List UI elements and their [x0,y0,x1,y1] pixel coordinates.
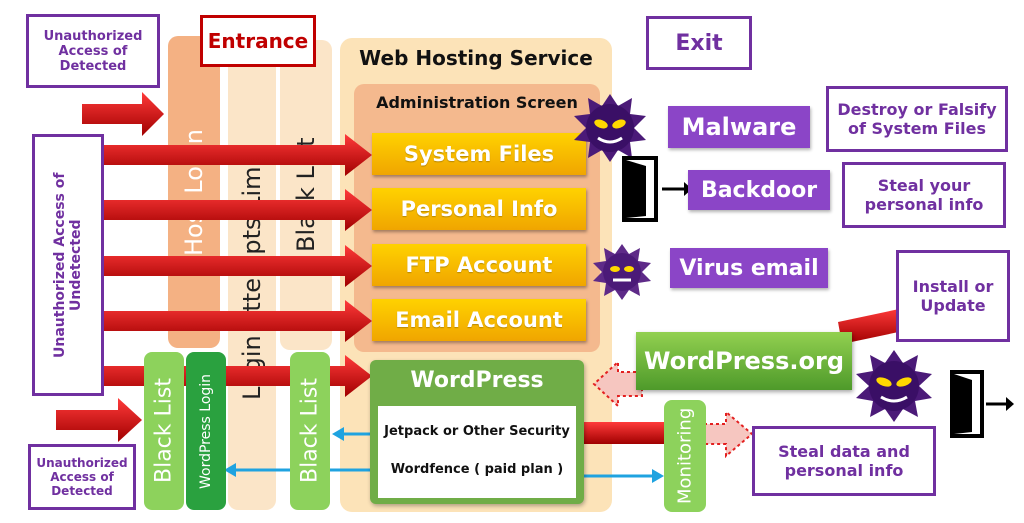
red-arrow-personal-info [104,189,372,231]
monitoring-box: Monitoring [664,400,706,512]
red-bar-monitoring [582,422,668,444]
malware-label: Malware [668,106,810,148]
red-arrow-email-account [104,300,372,342]
virus-email-label: Virus email [670,248,828,288]
black-list-small-box: Black List [290,352,330,510]
wordpress-title: WordPress [410,368,544,393]
web-hosting-title: Web Hosting Service [359,46,593,70]
red-arrow-system-files [104,134,372,176]
admin-screen-title: Administration Screen [376,93,578,112]
dotted-arrow-to-wordpress [592,359,643,409]
entrance-label: Entrance [200,15,316,67]
jetpack-label: Jetpack or Other Security [384,424,570,439]
red-bar-install [838,308,908,344]
wordpress-login-box: WordPress Login [186,352,226,510]
red-arrow-bottom [56,398,142,442]
exit-label: Exit [646,16,752,70]
red-arrow-ftp-account [104,245,372,287]
steal-data-box: Steal data and personal info [752,426,936,496]
target-email-account: Email Account [372,299,586,341]
target-system-files: System Files [372,133,586,175]
wordfence-label: Wordfence ( paid plan ) [390,462,564,477]
steal-personal-box: Steal your personal info [842,162,1006,228]
red-arrow-top [82,92,164,136]
dotted-arrow-steal [703,409,754,459]
wordpress-org-box: WordPress.org [636,332,852,390]
target-ftp-account: FTP Account [372,244,586,286]
red-arrow-wordpress [104,355,372,397]
destroy-box: Destroy or Falsify of System Files [826,86,1008,152]
target-personal-info: Personal Info [372,188,586,230]
unauthorized-detected-top-box: Unauthorized Access of Detected [26,14,160,88]
black-list-left-box: Black List [144,352,184,510]
blue-arrow-jetpack [332,427,344,441]
install-update-box: Install or Update [896,250,1010,342]
blue-arrow-wordfence [224,463,236,477]
backdoor-label: Backdoor [688,170,830,210]
blue-arrow-monitoring [652,469,664,483]
unauthorized-detected-bottom-box: Unauthorized Access of Detected [28,444,136,510]
wordpress-plugins-panel [378,406,576,498]
